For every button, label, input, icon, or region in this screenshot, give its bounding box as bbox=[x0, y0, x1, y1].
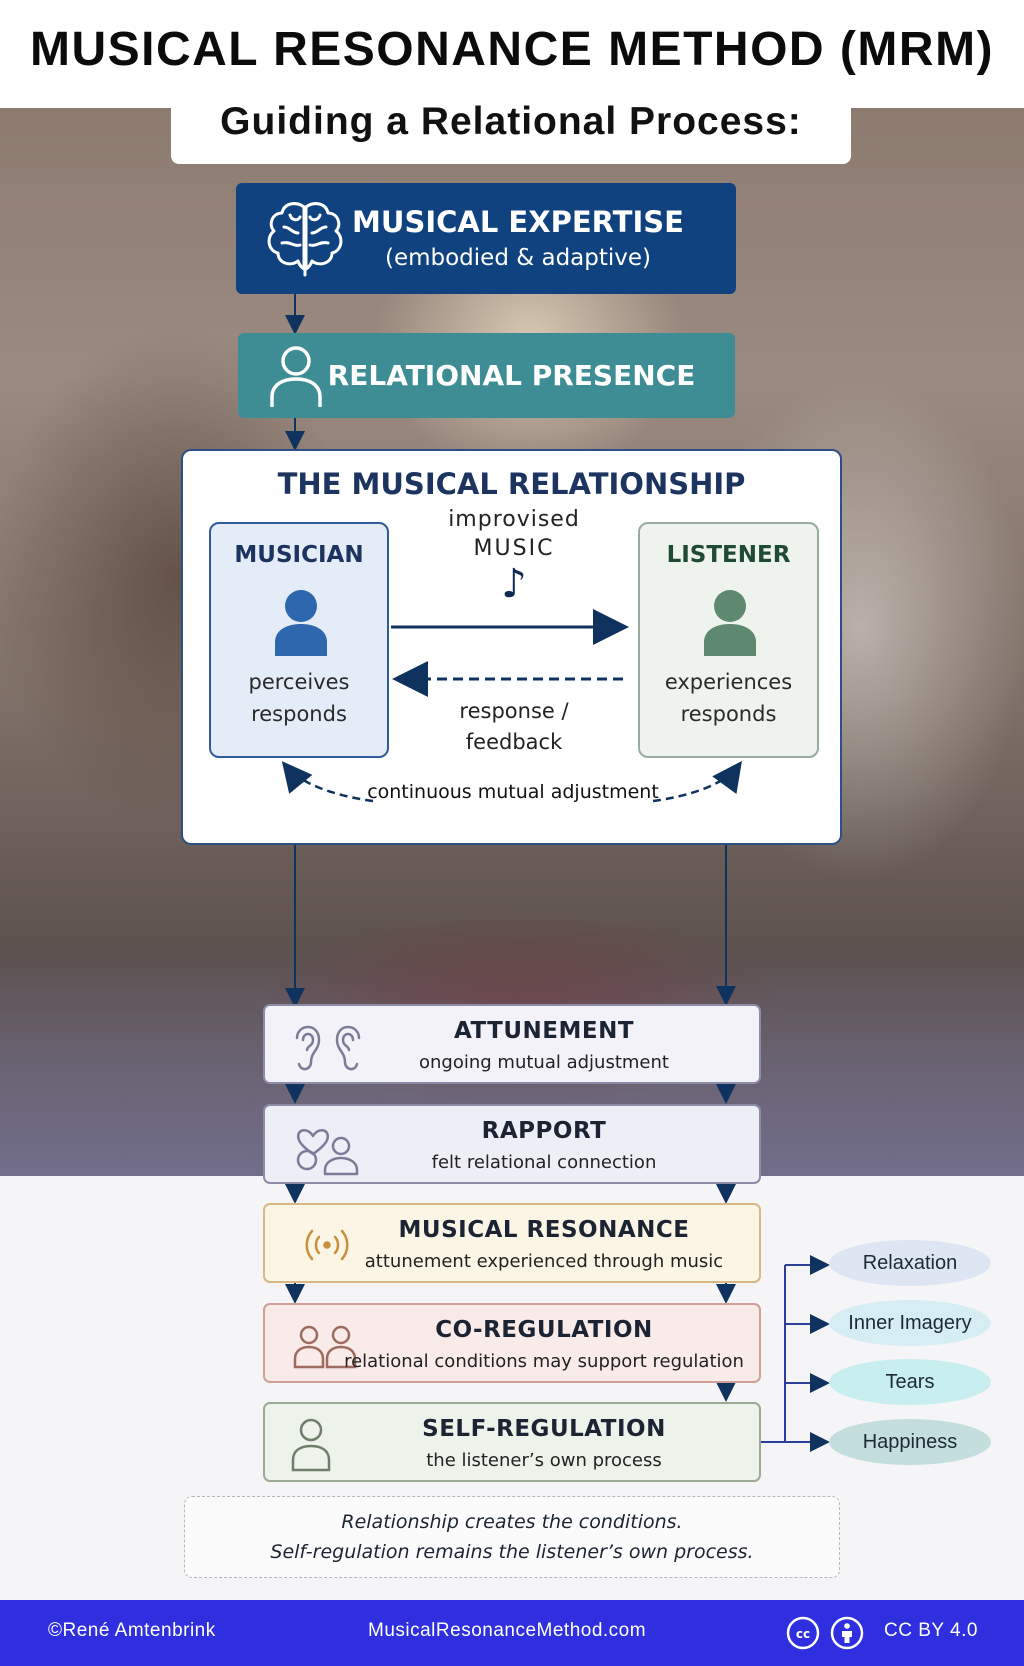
attunement-desc: ongoing mutual adjustment bbox=[419, 1052, 669, 1073]
music-label-line2: MUSIC bbox=[473, 536, 555, 561]
presence-title: RELATIONAL PRESENCE bbox=[327, 359, 696, 392]
musical-resonance-title: MUSICAL RESONANCE bbox=[398, 1217, 690, 1243]
expertise-subtitle: (embodied & adaptive) bbox=[384, 245, 652, 271]
musical-expertise-box: MUSICAL EXPERTISE (embodied & adaptive) bbox=[236, 183, 736, 294]
two-people-icon bbox=[293, 1325, 357, 1369]
co-regulation-desc: relational conditions may support regula… bbox=[344, 1351, 744, 1372]
music-label-line1: improvised bbox=[448, 507, 580, 532]
footer-author: ©René Amtenbrink bbox=[48, 1620, 216, 1641]
note-line1: Relationship creates the conditions. bbox=[341, 1511, 683, 1533]
attunement-box: ATTUNEMENT ongoing mutual adjustment bbox=[263, 1004, 761, 1084]
listener-title: LISTENER bbox=[666, 542, 791, 568]
resonance-waves-icon bbox=[305, 1229, 349, 1261]
musician-person-icon bbox=[275, 590, 327, 656]
mutual-adjustment-label: continuous mutual adjustment bbox=[367, 781, 659, 803]
single-person-icon bbox=[291, 1418, 331, 1472]
listener-line1: experiences bbox=[664, 670, 793, 694]
relationship-title: THE MUSICAL RELATIONSHIP bbox=[277, 467, 746, 501]
cc-icon: cc bbox=[786, 1616, 820, 1650]
self-regulation-desc: the listener’s own process bbox=[426, 1450, 662, 1471]
note-line2: Self-regulation remains the listener’s o… bbox=[270, 1541, 754, 1563]
person-outline-icon bbox=[270, 346, 322, 407]
attunement-title: ATTUNEMENT bbox=[453, 1018, 635, 1044]
relational-presence-box: RELATIONAL PRESENCE bbox=[238, 333, 735, 418]
musical-resonance-box: MUSICAL RESONANCE attunement experienced… bbox=[263, 1203, 761, 1283]
musical-relationship-panel: THE MUSICAL RELATIONSHIP MUSICIAN percei… bbox=[181, 449, 842, 845]
listener-line2: responds bbox=[680, 702, 777, 726]
rapport-title: RAPPORT bbox=[481, 1118, 607, 1144]
attribution-icon bbox=[830, 1616, 864, 1650]
page-title: MUSICAL RESONANCE METHOD (MRM) bbox=[29, 23, 995, 76]
brain-icon bbox=[267, 202, 343, 277]
co-regulation-box: CO-REGULATION relational conditions may … bbox=[263, 1303, 761, 1383]
relationship-arrows bbox=[281, 609, 742, 803]
listener-person-icon bbox=[704, 590, 756, 656]
musical-resonance-desc: attunement experienced through music bbox=[364, 1251, 724, 1272]
self-regulation-title: SELF-REGULATION bbox=[422, 1416, 666, 1442]
title-bar bbox=[0, 0, 1024, 108]
subtitle-panel bbox=[171, 98, 851, 164]
musician-line2: responds bbox=[251, 702, 347, 726]
ears-icon bbox=[295, 1025, 361, 1071]
footer-website-link[interactable]: MusicalResonanceMethod.com bbox=[368, 1620, 647, 1641]
self-regulation-box: SELF-REGULATION the listener’s own proce… bbox=[263, 1402, 761, 1482]
co-regulation-title: CO-REGULATION bbox=[435, 1317, 653, 1343]
outcome-inner-imagery: Inner Imagery bbox=[829, 1300, 991, 1346]
musician-line1: perceives bbox=[248, 670, 350, 694]
summary-note: Relationship creates the conditions. Sel… bbox=[184, 1496, 840, 1578]
outcome-relaxation: Relaxation bbox=[829, 1240, 991, 1286]
footer-license: CC BY 4.0 bbox=[884, 1620, 978, 1641]
outcome-happiness: Happiness bbox=[829, 1419, 991, 1465]
music-note-icon: ♪ bbox=[501, 561, 527, 607]
musician-title: MUSICIAN bbox=[234, 542, 364, 568]
heart-people-icon bbox=[296, 1128, 359, 1176]
rapport-box: RAPPORT felt relational connection bbox=[263, 1104, 761, 1184]
feedback-label-line1: response / bbox=[459, 699, 569, 723]
listener-card: LISTENER experiences responds bbox=[638, 522, 819, 758]
outcome-tears: Tears bbox=[829, 1359, 991, 1405]
page-subtitle: Guiding a Relational Process: bbox=[220, 100, 802, 143]
footer: ©René Amtenbrink MusicalResonanceMethod.… bbox=[0, 1600, 1024, 1666]
musician-card: MUSICIAN perceives responds bbox=[209, 522, 389, 758]
svg-text:cc: cc bbox=[796, 1627, 810, 1641]
rapport-desc: felt relational connection bbox=[431, 1152, 657, 1173]
feedback-label-line2: feedback bbox=[465, 730, 563, 754]
expertise-title: MUSICAL EXPERTISE bbox=[352, 205, 684, 239]
